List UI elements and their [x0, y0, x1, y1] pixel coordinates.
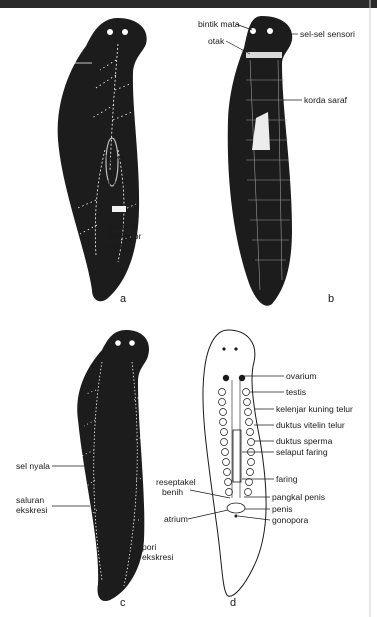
panel-d-body: [203, 330, 266, 596]
label-cabang-anterior-2: anterior: [19, 62, 50, 72]
panel-a-gut-posterior-mark: [112, 206, 126, 212]
panel-b-brain: [246, 52, 282, 58]
panel-d-eye-left: [222, 347, 225, 350]
label-saluran-2: ekskresi: [16, 505, 48, 515]
caption-d: d: [230, 597, 236, 609]
panel-c-body: [77, 330, 149, 601]
panel-d-ovary-left: [223, 375, 229, 381]
panel-d-gonopore: [235, 515, 238, 518]
label-atrium: atrium: [164, 514, 188, 524]
panel-b: bintik mata otak sel-sel sensori korda s…: [198, 16, 355, 306]
label-saluran-1: saluran: [16, 495, 44, 505]
panel-a-body: [58, 18, 147, 301]
panel-a: cabang anterior usus faring mulut cabang…: [19, 18, 147, 305]
top-strip: [0, 0, 377, 8]
label-testis: testis: [286, 387, 306, 397]
panel-a-eye-right: [122, 29, 128, 35]
label-cabang-anterior-3: usus: [19, 72, 39, 82]
label-faring-d: faring: [276, 474, 298, 484]
panel-c-eye-left: [115, 340, 121, 346]
panel-d-eye-right: [234, 347, 237, 350]
label-duktus-vitelin: duktus vitelin telur: [276, 420, 345, 430]
label-pori-2: ekskresi: [142, 552, 174, 562]
panel-b-eye-left: [250, 28, 256, 34]
caption-b: b: [328, 293, 334, 305]
panel-b-body: [228, 16, 292, 306]
label-pori-1: pori: [142, 542, 156, 552]
label-selaput-faring: selaput faring: [276, 447, 328, 457]
label-duktus-sperma: duktus sperma: [276, 436, 333, 446]
panel-d: ovarium testis kelenjar kuning telur duk…: [156, 330, 353, 609]
label-sel-nyala: sel nyala: [16, 461, 50, 471]
caption-c: c: [120, 597, 126, 609]
panel-c-eye-right: [129, 340, 135, 346]
panel-b-eye-right: [267, 28, 273, 34]
label-cabang-posterior-1: cabang: [108, 221, 136, 231]
caption-a: a: [120, 293, 127, 305]
label-reseptakel-2: benih: [162, 487, 183, 497]
panel-a-eye-left: [107, 29, 113, 35]
label-kelenjar-kuning-telur: kelenjar kuning telur: [276, 404, 353, 414]
label-korda-saraf: korda saraf: [304, 95, 348, 105]
label-cabang-posterior-2: posterior: [108, 231, 142, 241]
label-penis: penis: [272, 504, 293, 514]
label-cabang-posterior-3: usus: [108, 241, 126, 251]
label-reseptakel-1: reseptakel: [156, 477, 196, 487]
label-otak: otak: [208, 36, 225, 46]
label-cabang-anterior-1: cabang: [19, 52, 49, 62]
label-sel-sel-sensori: sel-sel sensori: [300, 29, 355, 39]
label-ovarium: ovarium: [286, 371, 317, 381]
label-pangkal-penis: pangkal penis: [272, 492, 325, 502]
panel-c: sel nyala saluran ekskresi pori ekskresi…: [16, 330, 174, 609]
label-gonopora: gonopora: [272, 515, 309, 525]
label-bintik-mata: bintik mata: [198, 19, 240, 29]
